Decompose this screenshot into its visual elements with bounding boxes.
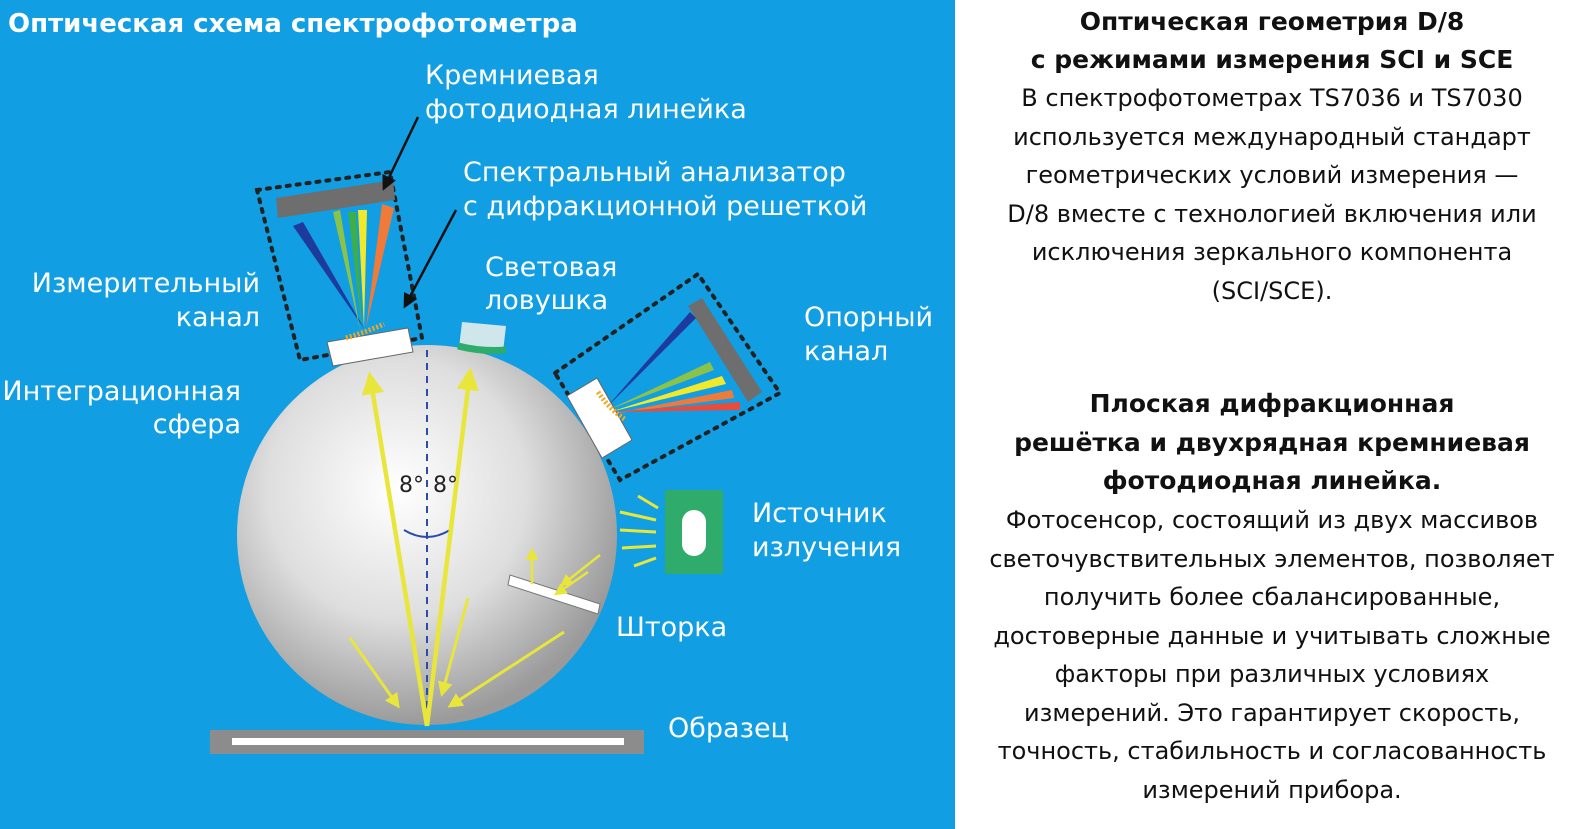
section1-body-line: В спектрофотометрах TS7036 и TS7030 (1021, 84, 1523, 112)
angle-arc (403, 529, 451, 538)
label-photodiode-2: фотодиодная линейка (425, 94, 747, 125)
diagram-title: Оптическая схема спектрофотометра (8, 9, 578, 39)
section2-body-line: светочувствительных элементов, позволяет (989, 545, 1555, 573)
label-trap-1: Световая (485, 252, 617, 283)
light-trap (457, 322, 507, 354)
label-sphere-2: сфера (153, 409, 241, 440)
measuring-grating (326, 327, 414, 367)
label-measuring-1: Измерительный (32, 268, 260, 299)
optical-diagram: Оптическая схема спектрофотометра (2, 9, 933, 754)
diffuse-beams (348, 597, 565, 709)
label-shutter: Шторка (616, 612, 727, 643)
angle-left-label: 8° (399, 473, 424, 498)
label-sample: Образец (668, 713, 789, 744)
section1-body-line: используется международный стандарт (1013, 123, 1531, 151)
section1-heading-2: с режимами измерения SCI и SCE (1030, 45, 1514, 74)
label-analyzer-1: Спектральный анализатор (463, 157, 846, 188)
section2-body-line: измерений. Это гарантирует скорость, (1023, 699, 1520, 727)
section1-body-line: D/8 вместе с технологией включения или (1007, 200, 1537, 228)
section2-body-line: факторы при различных условиях (1054, 660, 1490, 688)
section2-body-line: достоверные данные и учитывать сложные (993, 622, 1551, 650)
label-analyzer-2: с дифракционной решеткой (463, 191, 867, 222)
shutter-rays (525, 547, 601, 596)
section2-body-line: Фотосенсор, состоящий из двух массивов (1005, 506, 1539, 534)
section2-body-line: точность, стабильность и согласованность (997, 737, 1547, 765)
label-reference-1: Опорный (804, 302, 933, 333)
label-photodiode-1: Кремниевая (425, 60, 599, 91)
reference-grating (566, 377, 633, 459)
description-panel: Оптическая геометрия D/8 с режимами изме… (962, 0, 1582, 829)
measuring-spectrum (293, 204, 394, 330)
section2-heading-3: фотодиодная линейка. (1102, 466, 1442, 495)
photodiode-array (276, 180, 395, 218)
section2-heading-1: Плоская дифракционная (1089, 389, 1455, 418)
section2-body-line: получить более сбалансированные, (1043, 583, 1501, 611)
measuring-channel-box (254, 169, 425, 363)
section1-body-line: геометрических условий измерения — (1025, 161, 1519, 189)
section1-body-line: исключения зеркального компонента (1031, 238, 1513, 266)
section2-body-line: измерений прибора. (1142, 776, 1402, 804)
label-sphere-1: Интеграционная (2, 376, 241, 407)
optical-diagram-panel: Оптическая схема спектрофотометра (0, 0, 955, 829)
sample-plate (210, 730, 644, 754)
label-source-2: излучения (752, 532, 901, 563)
light-source (665, 490, 723, 574)
main-beams (361, 367, 479, 727)
reference-photodiode (688, 298, 762, 402)
label-trap-2: ловушка (485, 285, 608, 316)
section1-heading-1: Оптическая геометрия D/8 (1079, 7, 1465, 36)
label-measuring-2: канал (176, 302, 260, 333)
section2-heading-2: решётка и двухрядная кремниевая (1014, 428, 1530, 457)
reference-spectrum (606, 312, 740, 414)
callout-arrows (382, 116, 458, 309)
angle-right-label: 8° (433, 473, 458, 498)
source-rays (619, 494, 659, 568)
section1-body-line: (SCI/SCE). (1211, 277, 1333, 305)
label-source-1: Источник (752, 498, 887, 529)
label-reference-2: канал (804, 336, 888, 367)
